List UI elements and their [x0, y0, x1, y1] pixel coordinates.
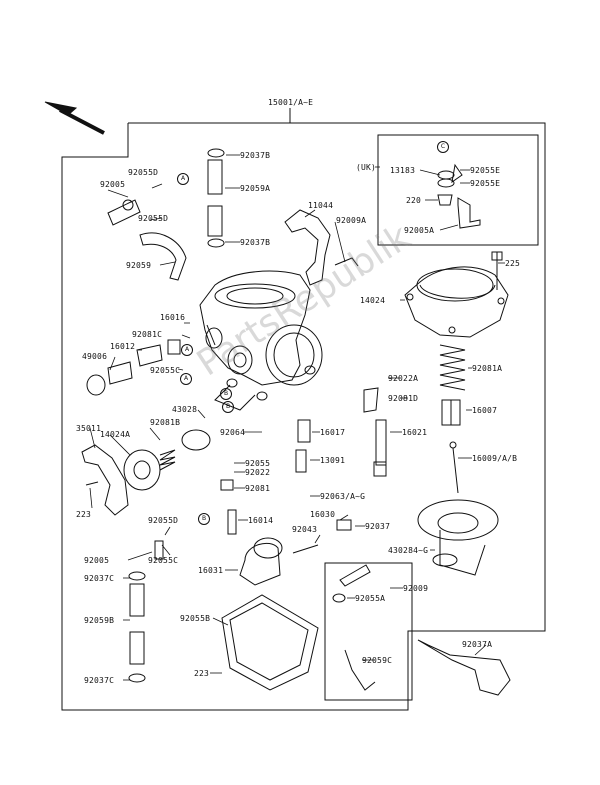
leader-lines [89, 154, 505, 681]
label-13183: 13183 [390, 166, 416, 175]
label-92005a: 92005A [404, 226, 435, 235]
label-43028: 43028 [172, 405, 198, 414]
callout-a: A [177, 173, 189, 185]
label-430284: 430284~G [388, 546, 429, 555]
label-49006: 49006 [82, 352, 108, 361]
left-fittings [86, 199, 187, 396]
label-223-low: 223 [194, 669, 210, 678]
label-92059c: 92059C [362, 656, 393, 665]
label-35011: 35011 [76, 424, 102, 433]
left-cover [81, 429, 211, 516]
callout-b: B [220, 388, 232, 400]
uk-variant-box [377, 134, 539, 246]
label-92055: 92055 [245, 459, 271, 468]
label-uk: (UK) [356, 163, 377, 172]
label-92037b-top: 92037B [240, 151, 271, 160]
jet-subbox [324, 562, 413, 701]
label-225: 225 [505, 259, 521, 268]
label-92064: 92064 [220, 428, 246, 437]
label-92059b: 92059B [84, 616, 115, 625]
label-14024a: 14024A [100, 430, 131, 439]
label-223-left: 223 [76, 510, 92, 519]
needle-holder [441, 399, 461, 426]
hoses-and-screws [128, 148, 511, 696]
label-assembly: 15001/A~E [268, 98, 314, 107]
label-92037c-bot: 92037C [84, 676, 115, 685]
label-92043: 92043 [292, 525, 318, 534]
label-92055b: 92055B [180, 614, 211, 623]
callout-c: C [437, 141, 449, 153]
assembly-outline [61, 122, 546, 711]
label-92081a: 92081A [472, 364, 503, 373]
label-92055d-2: 92055D [138, 214, 169, 223]
label-16009: 16009/A/B [472, 454, 518, 463]
label-92055e-1: 92055E [470, 166, 501, 175]
label-92081d: 92081D [388, 394, 419, 403]
label-92055e-2: 92055E [470, 179, 501, 188]
label-16012: 16012 [110, 342, 136, 351]
label-16017: 16017 [320, 428, 346, 437]
label-92037c-top: 92037C [84, 574, 115, 583]
label-92022a: 92022A [388, 374, 419, 383]
label-92055c-low: 92055C [148, 556, 179, 565]
spring-92081a [439, 344, 466, 391]
label-92009: 92009 [403, 584, 429, 593]
label-92009a: 92009A [336, 216, 367, 225]
callout-a: A [181, 344, 193, 356]
label-13091: 13091 [320, 456, 346, 465]
label-16016: 16016 [160, 313, 186, 322]
bracket-11044 [284, 209, 359, 286]
label-16014: 16014 [248, 516, 274, 525]
label-92005-top: 92005 [100, 180, 126, 189]
float-bowl [221, 537, 376, 691]
label-92063: 92063/A~G [320, 492, 366, 501]
label-16030: 16030 [310, 510, 336, 519]
callout-b: B [222, 401, 234, 413]
callout-b: B [198, 513, 210, 525]
label-92005-low: 92005 [84, 556, 110, 565]
label-92059: 92059 [126, 261, 152, 270]
label-16031: 16031 [198, 566, 224, 575]
label-92055a: 92055A [355, 594, 386, 603]
jet-needle [449, 441, 459, 494]
label-220: 220 [406, 196, 422, 205]
label-16007: 16007 [472, 406, 498, 415]
label-92022: 92022 [245, 468, 271, 477]
diaphragm-piston [417, 499, 499, 576]
label-92059a: 92059A [240, 184, 271, 193]
label-92081: 92081 [245, 484, 271, 493]
label-14024: 14024 [360, 296, 386, 305]
label-92081b: 92081B [150, 418, 181, 427]
label-92055c-mid: 92055C [150, 366, 181, 375]
label-92055d-1: 92055D [128, 168, 159, 177]
label-92037: 92037 [365, 522, 391, 531]
top-cover [404, 251, 509, 338]
label-92055d-low: 92055D [148, 516, 179, 525]
label-16021: 16021 [402, 428, 428, 437]
front-direction-arrow [44, 101, 105, 135]
callout-a: A [180, 373, 192, 385]
label-11044: 11044 [308, 201, 334, 210]
label-92037b-bot: 92037B [240, 238, 271, 247]
label-92037a: 92037A [462, 640, 493, 649]
label-92081c: 92081C [132, 330, 163, 339]
